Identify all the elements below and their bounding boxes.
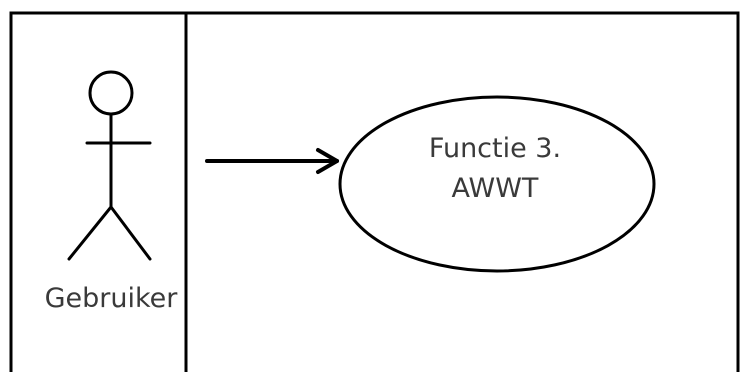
actor-head (88, 70, 134, 116)
association-arrow (205, 148, 339, 174)
use-case-label-line2: AWWT (452, 173, 539, 204)
actor-stick-figure (67, 70, 152, 261)
diagram-frame (9, 11, 740, 372)
actor-right-leg (109, 205, 152, 261)
use-case-label-line1: Functie 3. (429, 133, 561, 164)
use-case-ellipse (338, 95, 656, 273)
arrow-head-icon (316, 148, 339, 174)
actor-label: Gebruiker (45, 283, 179, 314)
actor-left-leg (67, 205, 113, 261)
